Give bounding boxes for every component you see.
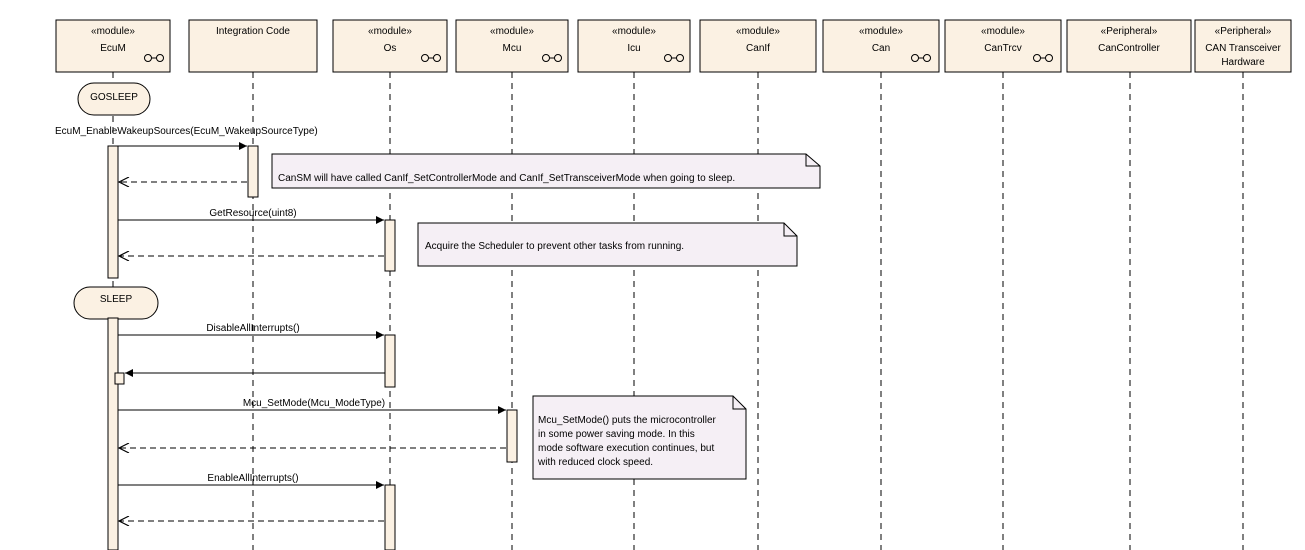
mcu-activation <box>506 409 518 463</box>
activation-bars <box>107 145 518 550</box>
note-mcu-set-mode: Mcu_SetMode() puts the microcontroller i… <box>532 395 747 480</box>
lifeline-cantrcv[interactable]: «module» CanTrcv <box>944 19 1062 73</box>
note-text-line-3: mode software execution continues, but <box>538 443 714 454</box>
state-sleep: SLEEP <box>73 286 159 320</box>
note-text-line-2: in some power saving mode. In this <box>538 429 695 440</box>
message-label: Mcu_SetMode(Mcu_ModeType) <box>243 398 385 409</box>
message-enable-wakeup-sources: EcuM_EnableWakeupSources(EcuM_WakeupSour… <box>55 126 318 150</box>
lifeline-icu[interactable]: «module» Icu <box>577 19 691 73</box>
os-activation-3 <box>384 484 396 550</box>
lifeline-stereotype: «module» <box>736 26 780 37</box>
note-text-line-4: with reduced clock speed. <box>537 457 653 468</box>
state-label: GOSLEEP <box>90 92 138 103</box>
lifeline-name: CanController <box>1098 43 1160 54</box>
lifeline-stereotype: «module» <box>91 26 135 37</box>
lifeline-ecum[interactable]: «module» EcuM <box>55 19 171 73</box>
lifeline-can-transceiver-hardware[interactable]: «Peripheral» CAN Transceiver Hardware <box>1194 19 1292 73</box>
lifeline-name: Mcu <box>503 43 522 54</box>
os-activation-1 <box>384 219 396 272</box>
message-get-resource: GetResource(uint8) <box>118 208 384 224</box>
lifeline-stereotype: «module» <box>981 26 1025 37</box>
lifeline-stereotype: «module» <box>859 26 903 37</box>
message-label: DisableAllInterrupts() <box>206 323 299 334</box>
lifeline-headers: «module» EcuM Integration Code «module» … <box>55 19 1292 73</box>
state-gosleep: GOSLEEP <box>77 82 151 116</box>
component-icon <box>421 54 441 62</box>
state-label: SLEEP <box>100 294 133 305</box>
message-label: EcuM_EnableWakeupSources(EcuM_WakeupSour… <box>55 126 318 137</box>
ecum-activation-1 <box>107 145 119 279</box>
note-scheduler: Acquire the Scheduler to prevent other t… <box>417 222 798 267</box>
lifeline-can[interactable]: «module» Can <box>822 19 940 73</box>
lifeline-name: CAN Transceiver <box>1205 43 1281 54</box>
lifeline-mcu[interactable]: «module» Mcu <box>455 19 569 73</box>
message-label: GetResource(uint8) <box>209 208 296 219</box>
lifeline-name: Os <box>384 43 397 54</box>
lifeline-name: Icu <box>627 43 640 54</box>
lifeline-name: Can <box>872 43 890 54</box>
lifeline-stereotype: «Peripheral» <box>1101 26 1158 37</box>
lifeline-name-line2: Hardware <box>1221 57 1265 68</box>
os-activation-2 <box>384 334 396 388</box>
messages: EcuM_EnableWakeupSources(EcuM_WakeupSour… <box>55 126 506 521</box>
lifeline-stereotype: «module» <box>612 26 656 37</box>
lifeline-stereotype: «module» <box>368 26 412 37</box>
lifeline-name: Integration Code <box>216 26 290 37</box>
component-icon <box>911 54 931 62</box>
component-icon <box>144 54 164 62</box>
ecum-nested-activation <box>114 372 125 385</box>
component-icon <box>1033 54 1053 62</box>
note-text-line-1: Mcu_SetMode() puts the microcontroller <box>538 415 717 426</box>
integration-activation <box>247 145 259 198</box>
message-mcu-set-mode: Mcu_SetMode(Mcu_ModeType) <box>118 398 506 414</box>
lifeline-name: EcuM <box>100 43 126 54</box>
lifeline-name: CanIf <box>746 43 770 54</box>
component-icon <box>542 54 562 62</box>
lifeline-integration-code[interactable]: Integration Code <box>188 19 318 73</box>
note-text: CanSM will have called CanIf_SetControll… <box>278 173 735 184</box>
component-icon <box>664 54 684 62</box>
message-label: EnableAllInterrupts() <box>207 473 298 484</box>
lifeline-canif[interactable]: «module» CanIf <box>699 19 817 73</box>
message-disable-all-interrupts: DisableAllInterrupts() <box>118 323 384 339</box>
note-text: Acquire the Scheduler to prevent other t… <box>425 241 684 252</box>
message-enable-all-interrupts: EnableAllInterrupts() <box>118 473 384 489</box>
lifeline-name: CanTrcv <box>984 43 1021 54</box>
lifeline-stereotype: «module» <box>490 26 534 37</box>
lifeline-stereotype: «Peripheral» <box>1215 26 1272 37</box>
lifeline-os[interactable]: «module» Os <box>332 19 448 73</box>
note-cansm: CanSM will have called CanIf_SetControll… <box>271 153 821 189</box>
ecum-activation-2 <box>107 317 119 550</box>
lifeline-cancontroller[interactable]: «Peripheral» CanController <box>1066 19 1192 73</box>
